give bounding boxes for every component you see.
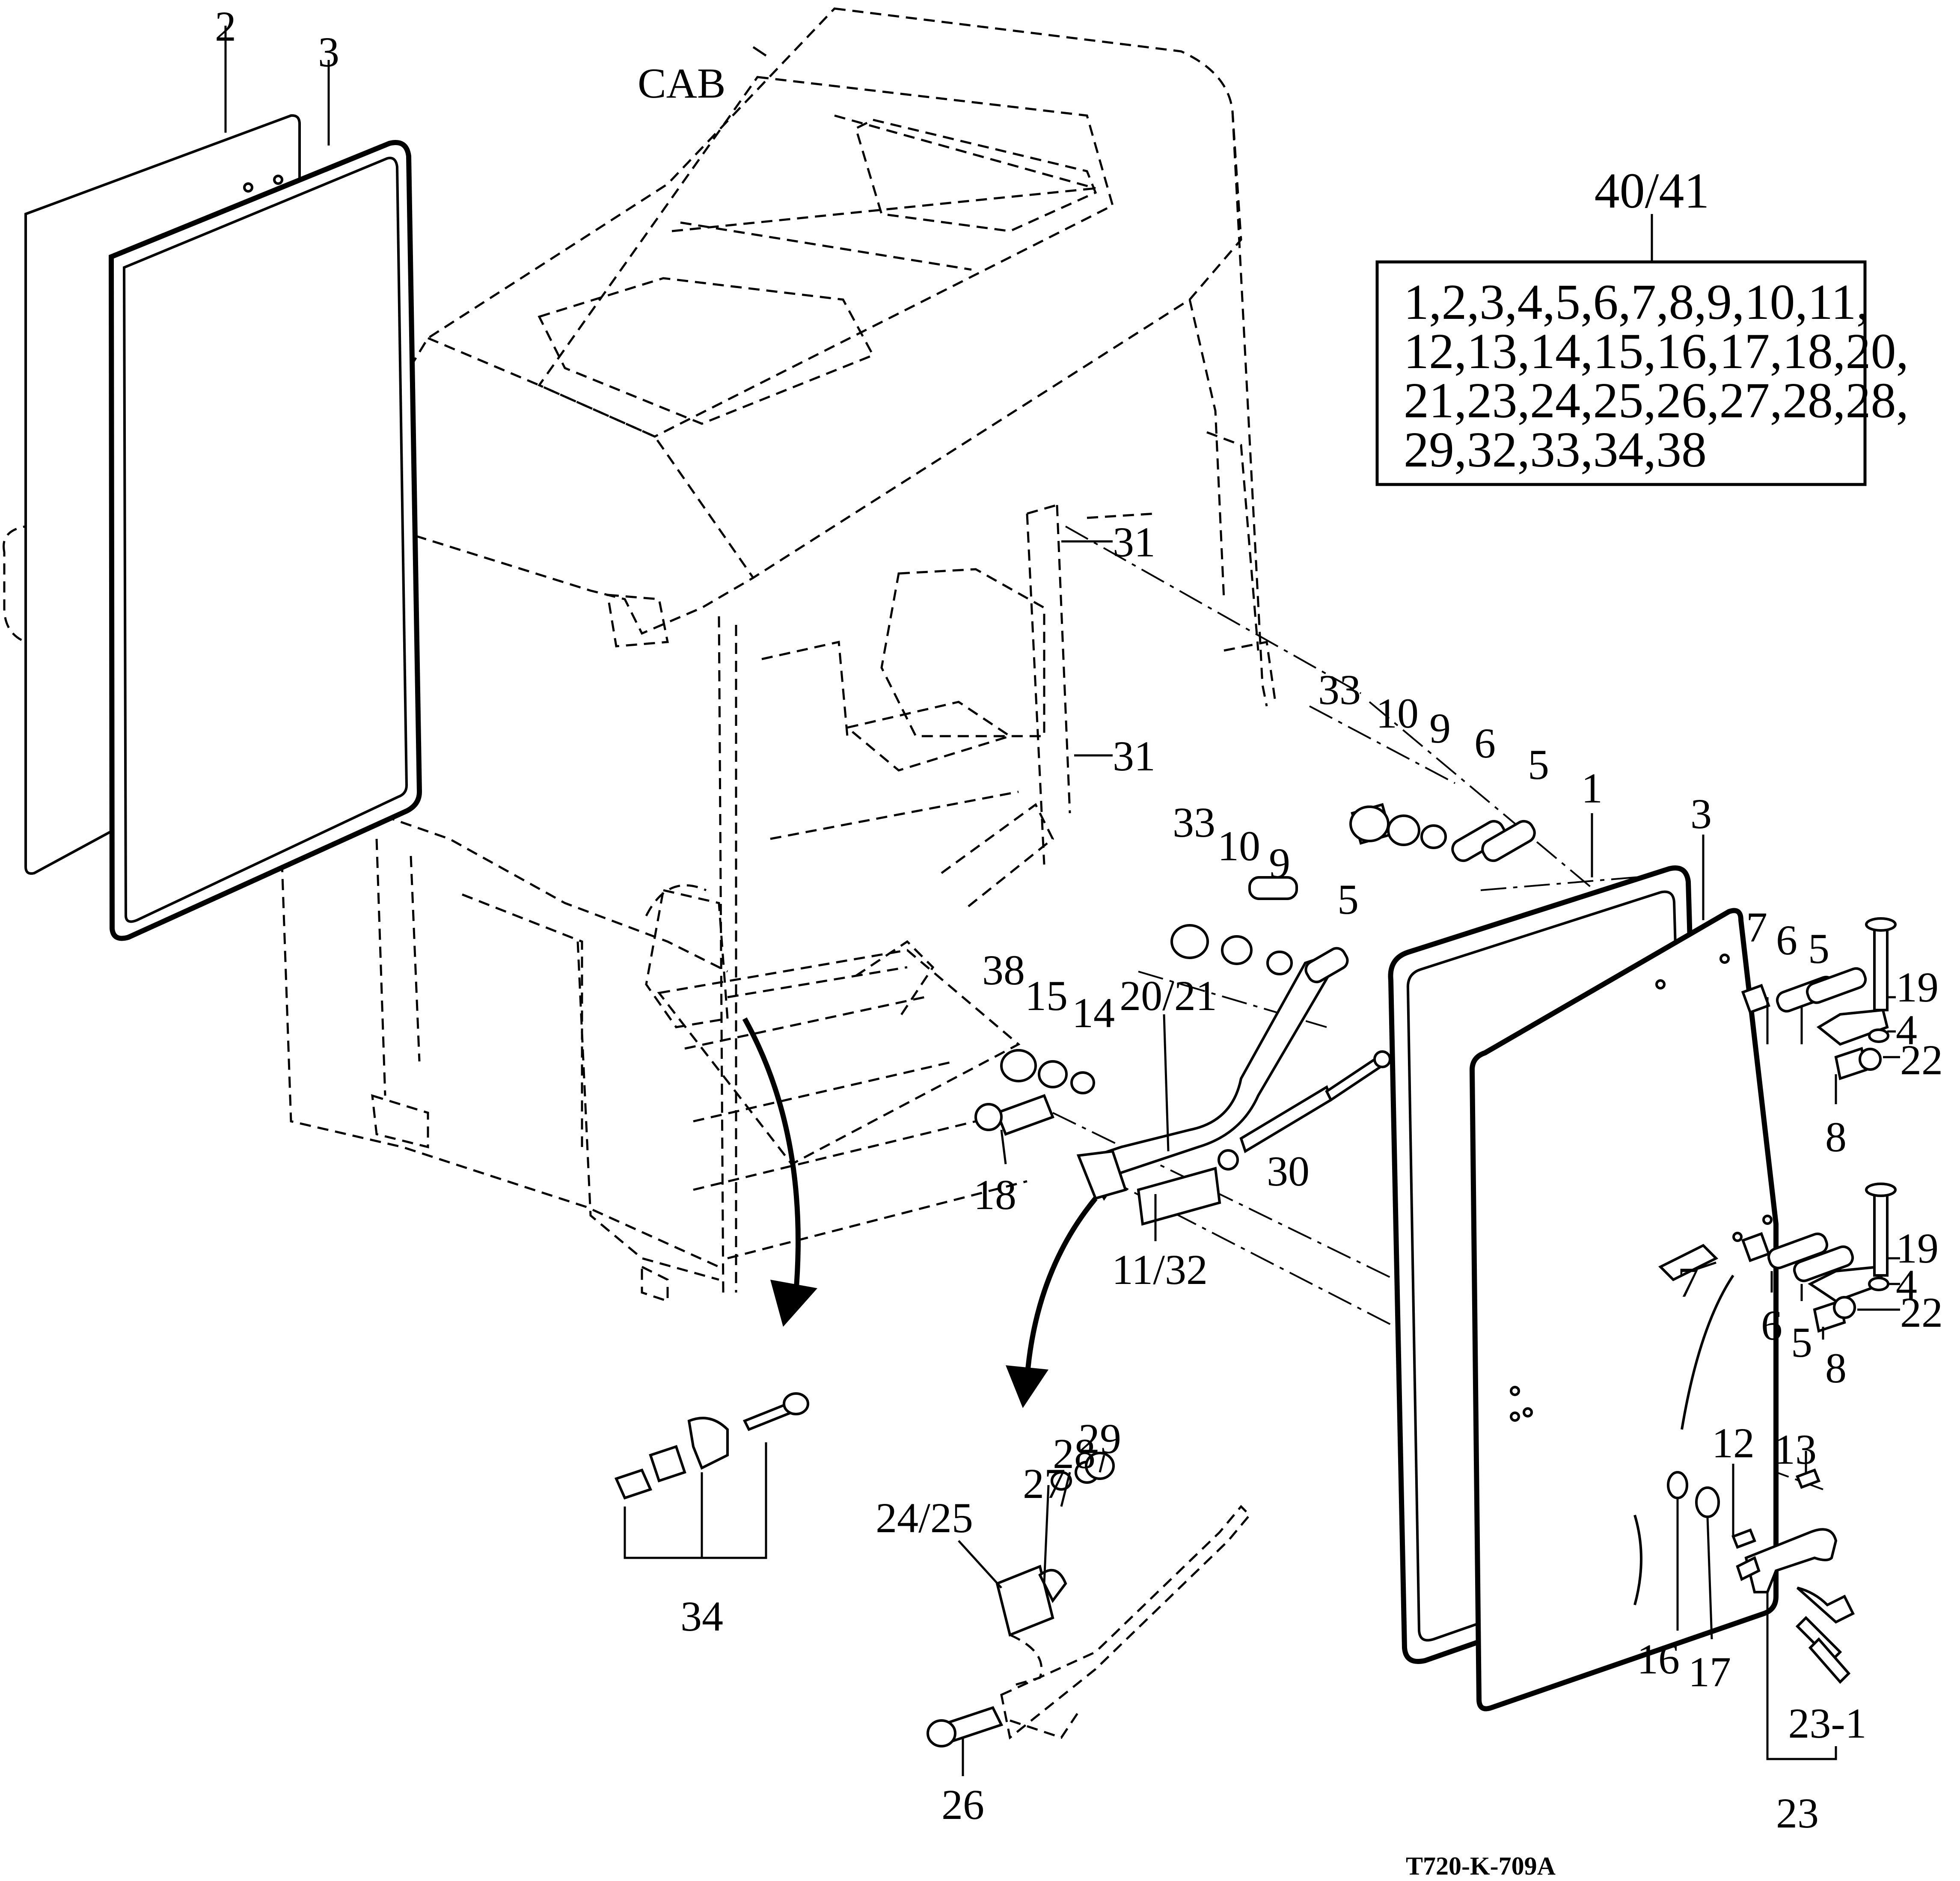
callout-33-upper: 33	[1318, 666, 1361, 713]
callout-11-32: 11/32	[1112, 1246, 1208, 1293]
callout-31-lower: 31	[1113, 732, 1155, 780]
callout-33-mid: 33	[1173, 799, 1215, 846]
kit-contents-line-3: 21,23,24,25,26,27,28,28,	[1404, 372, 1909, 428]
cab-outline	[3, 7, 1277, 1303]
kit-number: 40/41	[1595, 163, 1710, 219]
upper-hinge	[1741, 917, 1897, 1080]
callout-5-right-upper: 5	[1808, 925, 1829, 972]
callout-14: 14	[1072, 989, 1115, 1037]
callout-9-mid: 9	[1269, 839, 1290, 887]
callout-4-upper: 4	[1896, 1006, 1917, 1054]
callout-12: 12	[1712, 1419, 1755, 1467]
callout-18: 18	[974, 1171, 1016, 1218]
callout-29: 29	[1078, 1415, 1121, 1462]
callout-3-left: 3	[318, 28, 339, 76]
callout-22-lower: 22	[1900, 1289, 1943, 1336]
callout-1: 1	[1581, 764, 1603, 812]
callout-20-21: 20/21	[1120, 972, 1217, 1019]
kit-contents-line-2: 12,13,14,15,16,17,18,20,	[1404, 323, 1909, 379]
callout-9-upper: 9	[1429, 704, 1451, 752]
drawing-code: T720-K-709A	[1406, 1852, 1556, 1880]
stay-arm	[974, 876, 1391, 1226]
callout-19-upper: 19	[1896, 963, 1939, 1011]
detail-lock	[1667, 1468, 1855, 1760]
cab-label: CAB	[638, 59, 726, 107]
callout-labels: 2 3 31 31 33 10 9 6 5 1 3 33 10 9 5 38 1…	[215, 3, 1943, 1837]
detail-latch	[927, 1452, 1251, 1747]
callout-2: 2	[215, 3, 236, 50]
callout-6-right-upper: 6	[1776, 916, 1797, 964]
lower-hinge	[1741, 1183, 1897, 1333]
kit-contents-line-1: 1,2,3,4,5,6,7,8,9,10,11,	[1404, 274, 1869, 330]
callout-5-mid: 5	[1337, 876, 1359, 923]
callout-34: 34	[680, 1593, 723, 1640]
leaders	[224, 26, 1900, 1776]
callout-15: 15	[1025, 972, 1068, 1019]
callout-19-lower: 19	[1896, 1224, 1939, 1272]
callout-23-1: 23-1	[1788, 1700, 1866, 1747]
callout-27: 27	[1023, 1460, 1066, 1507]
callout-7-upper: 7	[1746, 903, 1767, 951]
pin-7-lower	[1658, 1244, 1719, 1281]
callout-8-lower: 8	[1825, 1344, 1847, 1392]
callout-13: 13	[1774, 1426, 1817, 1473]
kit-box	[1375, 214, 1867, 486]
callout-23: 23	[1776, 1789, 1819, 1837]
detail-34	[614, 1392, 809, 1559]
callout-6-lower: 6	[1761, 1302, 1782, 1349]
callout-24-25: 24/25	[876, 1494, 973, 1542]
detail-arrows	[742, 1017, 1098, 1408]
callout-28: 28	[1053, 1430, 1096, 1477]
callout-38: 38	[982, 946, 1025, 994]
door-handle-arc	[1681, 1275, 1734, 1430]
callout-8-upper: 8	[1825, 1113, 1847, 1161]
callout-17: 17	[1688, 1648, 1731, 1696]
upper-stack	[1349, 803, 1536, 862]
callout-10-mid: 10	[1218, 822, 1260, 870]
kit-contents-line-4: 29,32,33,34,38	[1404, 422, 1707, 478]
callout-10-upper: 10	[1376, 689, 1419, 737]
callout-4-lower: 4	[1896, 1261, 1917, 1308]
callout-22-upper: 22	[1900, 1036, 1943, 1084]
callout-30: 30	[1267, 1147, 1310, 1195]
callout-7-lower: 7	[1678, 1259, 1699, 1306]
callout-26: 26	[941, 1781, 984, 1828]
callout-31-upper: 31	[1113, 518, 1155, 566]
callout-5-lower: 5	[1791, 1319, 1812, 1366]
callout-6-upper: 6	[1474, 719, 1496, 767]
callout-3-right: 3	[1690, 790, 1712, 838]
callout-5-upper: 5	[1528, 741, 1549, 788]
callout-16: 16	[1637, 1635, 1680, 1683]
rear-window-seal	[108, 140, 422, 941]
